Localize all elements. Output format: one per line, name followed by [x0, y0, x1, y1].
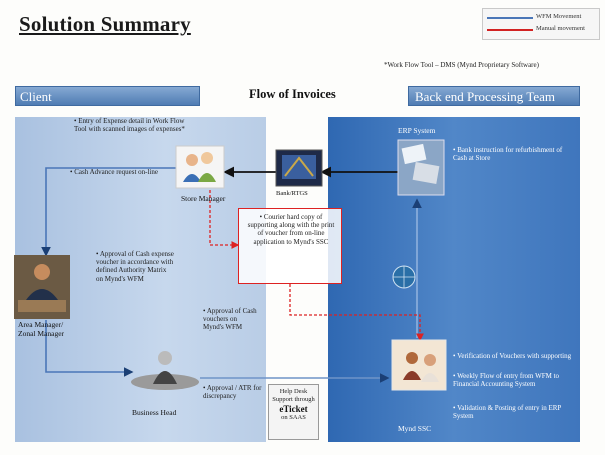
label-mynd-ssc: Mynd SSC [398, 424, 432, 433]
note-validation: • Validation & Posting of entry in ERP S… [453, 404, 562, 421]
courier-box: • Courier hard copy of supporting along … [238, 208, 342, 284]
note-bank-instruction: • Bank instruction for refurbishment of … [453, 146, 563, 163]
courier-note: • Courier hard copy of supporting along … [247, 213, 335, 246]
note-verification: • Verification of Vouchers with supporti… [453, 352, 572, 360]
mynd-ssc-icon [391, 339, 447, 391]
client-band: Client [15, 86, 200, 106]
page-title: Solution Summary [19, 12, 191, 36]
label-bank: Bank/RTGS [276, 190, 308, 197]
label-erp: ERP System [398, 126, 436, 135]
label-area-manager: Area Manager/ Zonal Manager [18, 320, 65, 338]
note-approval-cash: • Approval of Cash expense voucher in ac… [96, 250, 174, 283]
helpdesk-eticket: eTicket [279, 404, 308, 415]
note-weekly-flow: • Weekly Flow of entry from WFM to Finan… [453, 372, 560, 389]
legend-wfm-line [487, 17, 533, 19]
label-store-manager: Store Manager [181, 194, 226, 203]
business-head-icon [131, 351, 199, 390]
label-business-head: Business Head [132, 408, 177, 417]
helpdesk-line1: Help Desk Support through [272, 388, 315, 404]
backend-band: Back end Processing Team [408, 86, 580, 106]
erp-icon [397, 139, 445, 196]
note-approval-vouchers: • Approval of Cash vouchers on Mynd's WF… [203, 307, 257, 332]
subtitle: *Work Flow Tool – DMS (Mynd Proprietary … [384, 61, 539, 69]
legend: WFM Movement Manual movement [482, 8, 600, 40]
note-entry: • Entry of Expense detail in Work Flow T… [74, 117, 185, 134]
legend-manual-line [487, 29, 533, 31]
note-cash-advance: • Cash Advance request on-line [70, 168, 158, 176]
note-approval-atr: • Approval / ATR for discrepancy [203, 384, 262, 401]
legend-manual-label: Manual movement [536, 25, 585, 32]
bank-icon [275, 149, 323, 187]
legend-wfm-label: WFM Movement [536, 13, 582, 20]
legend-manual: Manual movement [487, 24, 597, 36]
store-manager-icon [175, 145, 225, 189]
manual-courier-to-ssc [289, 284, 424, 342]
helpdesk-line2: on SAAS [281, 414, 306, 422]
flow-area-to-head [45, 320, 134, 377]
helpdesk-box: Help Desk Support through eTicket on SAA… [268, 384, 319, 440]
flow-store-to-area [41, 167, 176, 257]
flow-title: Flow of Invoices [249, 87, 336, 101]
globe-icon [392, 265, 416, 289]
manual-store-to-courier [209, 190, 240, 249]
legend-wfm: WFM Movement [487, 12, 597, 24]
area-manager-icon [14, 255, 70, 319]
